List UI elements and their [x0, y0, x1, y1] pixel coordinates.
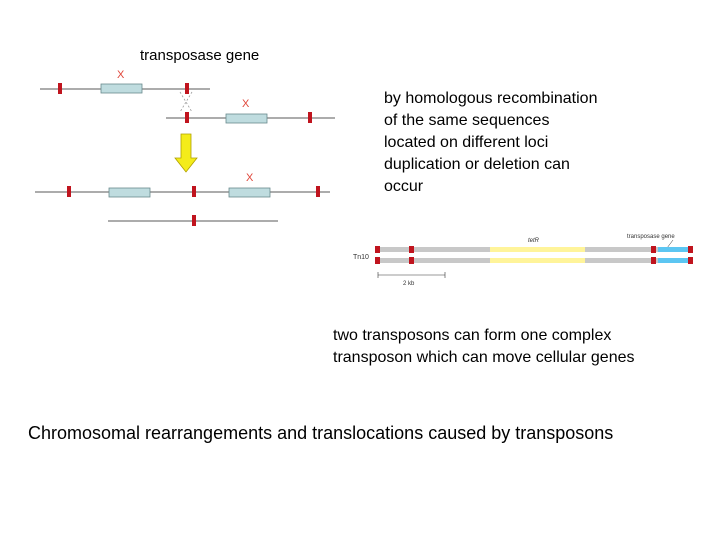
is-element-marker — [688, 246, 693, 253]
site-marker — [67, 186, 71, 197]
transposase-region — [658, 247, 688, 252]
homologous-recombination-text: by homologous recombination of the same … — [384, 88, 644, 198]
transposase-gene-box — [108, 187, 151, 198]
transposase-gene-box — [225, 113, 268, 124]
tn10-label: Tn10 — [353, 254, 369, 261]
down-arrow-icon — [174, 133, 198, 173]
is-element-marker — [651, 246, 656, 253]
crossover-line — [179, 91, 193, 113]
recombination-diagram: X X X — [35, 69, 335, 226]
pointer-line — [666, 239, 674, 249]
text-line: located on different loci — [384, 134, 549, 151]
is-element-marker — [409, 246, 414, 253]
is-element-marker — [688, 257, 693, 264]
site-marker — [192, 186, 196, 197]
tetr-region — [490, 258, 585, 263]
text-line: duplication or deletion can — [384, 156, 570, 173]
text-line: by homologous recombination — [384, 90, 598, 107]
transposase-region — [658, 258, 688, 263]
text-line: occur — [384, 178, 424, 195]
site-marker — [308, 112, 312, 123]
tetr-label: tetR — [528, 238, 540, 244]
site-marker — [185, 112, 189, 123]
text-line: transposon which can move cellular genes — [333, 349, 635, 366]
tetr-region — [490, 247, 585, 252]
site-marker — [58, 83, 62, 94]
is-element-marker — [375, 257, 380, 264]
slide-caption: Chromosomal rearrangements and transloca… — [28, 423, 614, 443]
site-marker — [192, 215, 196, 226]
is-element-marker — [375, 246, 380, 253]
cross-mark: X — [242, 98, 250, 110]
transposase-gene-box — [228, 187, 271, 198]
transposase-gene-label: transposase gene — [140, 47, 260, 64]
text-line: two transposons can form one complex — [333, 327, 612, 344]
text-line: of the same sequences — [384, 112, 550, 129]
cross-mark: X — [117, 69, 125, 81]
site-marker — [316, 186, 320, 197]
complex-transposon-text: two transposons can form one complex tra… — [333, 325, 703, 369]
transposase-gene-small-label: transposase gene — [627, 234, 675, 240]
transposase-gene-box — [100, 83, 143, 94]
tn10-diagram: Tn10 tetR transposase gene 2 kb — [353, 234, 693, 287]
site-marker — [185, 83, 189, 94]
is-element-marker — [409, 257, 414, 264]
crossover-line — [179, 91, 193, 113]
is-element-marker — [651, 257, 656, 264]
scale-bar-label: 2 kb — [403, 281, 415, 287]
cross-mark: X — [246, 172, 254, 184]
